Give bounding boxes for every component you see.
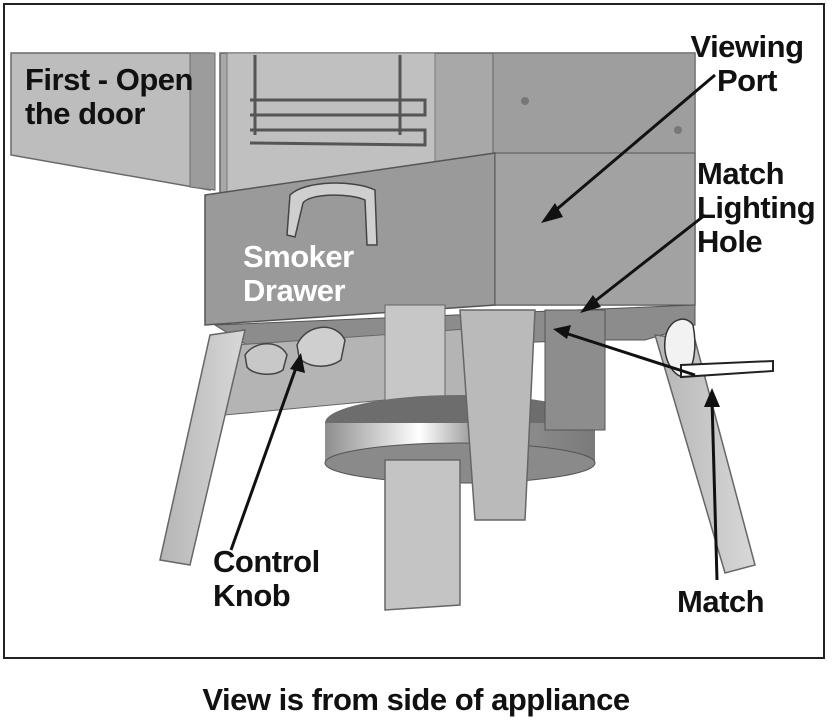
match [664,318,774,379]
viewing-port-label-line-1: Viewing [690,29,804,64]
control-knob-label-line-1: Control [213,544,320,579]
smoker-illustration [10,52,774,611]
smoker-drawer-label-line-1: Smoker [243,239,354,274]
viewing-port-label: Viewing Port [687,30,807,98]
cooking-rack [249,55,427,147]
legs [159,309,756,611]
control-knob-label-line-2: Knob [213,578,291,613]
door-label: First - Open the door [25,63,193,131]
control-knob-label: Control Knob [213,545,320,613]
match-lighting-hole-label: Match Lighting Hole [697,156,816,259]
caption: View is from side of appliance [202,682,630,717]
smoker-drawer-label: Smoker Drawer [243,240,354,308]
pointer-arrows [229,73,720,581]
match-label: Match [677,584,765,619]
door-label-line-2: the door [25,96,145,131]
match-hole-label-line-3: Hole [697,224,763,259]
drawer-handle [286,182,378,246]
diagram-frame: First - Open the door Viewing Port Match… [3,3,825,659]
open-door [10,52,216,191]
match-hole-label-line-1: Match [697,156,785,191]
viewing-port-label-line-2: Port [717,63,778,98]
smoker-drawer [204,152,696,326]
control-knob [244,326,346,375]
door-label-line-1: First - Open [25,62,193,97]
match-hole-label-line-2: Lighting [697,190,816,225]
smoker-drawer-label-line-2: Drawer [243,273,346,308]
